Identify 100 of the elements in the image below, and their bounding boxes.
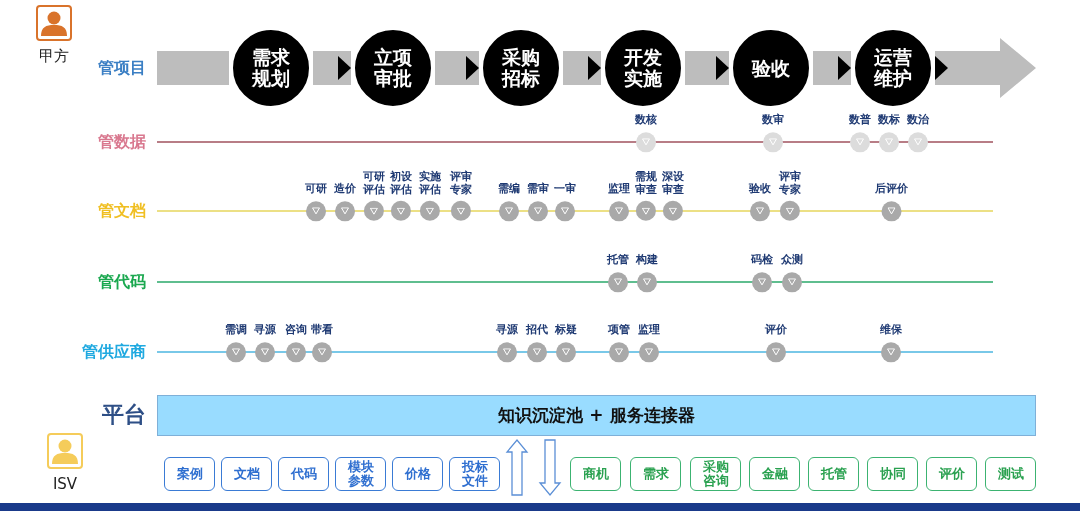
resource-box: 模块参数 (335, 457, 386, 491)
milestone-label: 评审专家 (778, 170, 802, 196)
milestone-label: 咨询 (285, 324, 307, 337)
milestone-label: 托管 (607, 254, 629, 267)
resource-box: 案例 (164, 457, 215, 491)
milestone-marker (498, 183, 520, 221)
actor-label: ISV (52, 475, 78, 493)
milestone-label: 招代 (526, 324, 548, 337)
platform-name: 平台 (102, 401, 146, 429)
milestone-label: 构建 (636, 254, 658, 267)
milestone-label: 可研 (305, 183, 327, 196)
milestone-label: 数标 (878, 114, 900, 127)
milestone-label: 带看 (311, 324, 333, 337)
milestone-marker (526, 324, 548, 362)
milestone-marker (907, 114, 929, 152)
milestone-label: 需审 (527, 183, 549, 196)
actor-label: 甲方 (39, 47, 69, 66)
milestone-marker (762, 114, 784, 152)
resource-box: 代码 (278, 457, 329, 491)
milestone-marker (638, 324, 660, 362)
milestone-label: 需编 (498, 183, 520, 196)
process-arrow (313, 51, 351, 85)
milestone-label: 可研评估 (362, 170, 386, 196)
milestone-marker (635, 114, 657, 152)
milestone-label: 寻源 (496, 324, 518, 337)
milestone-label: 码检 (751, 254, 773, 267)
lane-label: 管代码 (98, 271, 146, 293)
lane-label: 管数据 (98, 131, 146, 153)
process-arrow (813, 51, 851, 85)
resource-box: 投标文件 (449, 457, 500, 491)
milestone-marker (417, 170, 443, 221)
milestone-marker (660, 170, 686, 221)
milestone-label: 深设审查 (661, 170, 685, 196)
milestone-marker (749, 183, 771, 221)
milestone-label: 一审 (554, 183, 576, 196)
milestone-marker (608, 324, 630, 362)
milestone-marker (305, 183, 327, 221)
platform-bar (157, 395, 1036, 436)
milestone-marker (388, 170, 414, 221)
service-box: 采购咨询 (690, 457, 741, 491)
service-box: 商机 (570, 457, 621, 491)
milestone-label: 实施评估 (418, 170, 442, 196)
milestone-marker (555, 324, 577, 362)
lane-label: 管供应商 (82, 341, 146, 363)
hollow-arrow (505, 439, 529, 496)
milestone-label: 数治 (907, 114, 929, 127)
resource-box: 价格 (392, 457, 443, 491)
milestone-marker (636, 254, 658, 292)
milestone-label: 数核 (635, 114, 657, 127)
milestone-marker (334, 183, 356, 221)
process-arrow (685, 51, 729, 85)
service-box: 评价 (926, 457, 977, 491)
milestone-marker (225, 324, 247, 362)
service-box: 托管 (808, 457, 859, 491)
milestone-marker (554, 183, 576, 221)
milestone-marker (777, 170, 803, 221)
milestone-label: 需调 (225, 324, 247, 337)
milestone-marker (633, 170, 659, 221)
milestone-marker (254, 324, 276, 362)
platform-title: 知识沉淀池 + 服务连接器 (498, 404, 695, 427)
milestone-marker (496, 324, 518, 362)
milestone-label: 标疑 (555, 324, 577, 337)
milestone-label: 项管 (608, 324, 630, 337)
service-box: 需求 (630, 457, 681, 491)
process-arrow (563, 51, 601, 85)
milestone-label: 验收 (749, 183, 771, 196)
milestone-label: 维保 (880, 324, 902, 337)
milestone-marker (849, 114, 871, 152)
milestone-marker (781, 254, 803, 292)
lane-label: 管文档 (98, 200, 146, 222)
milestone-marker (361, 170, 387, 221)
milestone-label: 评审专家 (449, 170, 473, 196)
milestone-label: 数审 (762, 114, 784, 127)
process-arrow (935, 38, 1036, 98)
milestone-marker (765, 324, 787, 362)
milestone-label: 数普 (849, 114, 871, 127)
milestone-marker (751, 254, 773, 292)
milestone-label: 监理 (638, 324, 660, 337)
milestone-label: 需规审查 (634, 170, 658, 196)
milestone-label: 初设评估 (389, 170, 413, 196)
milestone-marker (878, 114, 900, 152)
milestone-label: 寻源 (254, 324, 276, 337)
milestone-marker (527, 183, 549, 221)
service-box: 测试 (985, 457, 1036, 491)
milestone-marker (448, 170, 474, 221)
service-box: 金融 (749, 457, 800, 491)
service-box: 协同 (867, 457, 918, 491)
milestone-marker (311, 324, 333, 362)
milestone-marker (874, 183, 908, 221)
hollow-arrow (538, 439, 562, 496)
milestone-label: 众测 (781, 254, 803, 267)
milestone-label: 造价 (334, 183, 356, 196)
process-arrow (435, 51, 479, 85)
milestone-marker (880, 324, 902, 362)
milestone-marker (285, 324, 307, 362)
milestone-marker (608, 183, 630, 221)
milestone-label: 监理 (608, 183, 630, 196)
milestone-label: 评价 (765, 324, 787, 337)
resource-box: 文档 (221, 457, 272, 491)
milestone-marker (607, 254, 629, 292)
